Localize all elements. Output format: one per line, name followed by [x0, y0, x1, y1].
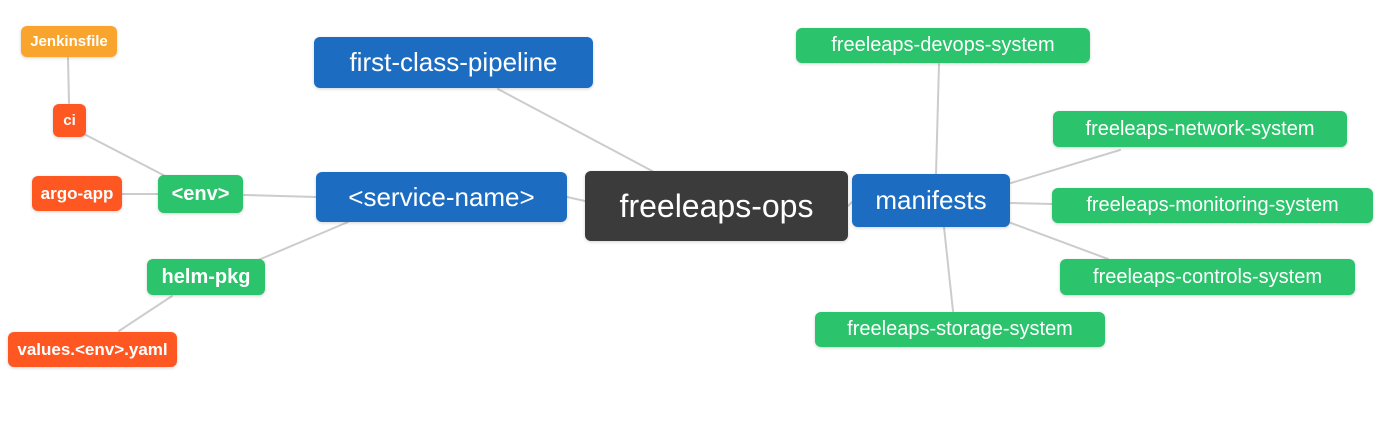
edge-manifests-to-monitoring-system — [1010, 202, 1053, 205]
edge-first-class-pipeline-to-freeleaps-ops — [497, 88, 655, 173]
edge-jenkinsfile-to-ci — [67, 57, 70, 104]
edge-manifests-to-devops-system — [935, 63, 940, 175]
node-network-system[interactable]: freeleaps-network-system — [1053, 111, 1347, 147]
node-monitoring-system[interactable]: freeleaps-monitoring-system — [1052, 188, 1373, 223]
node-freeleaps-ops[interactable]: freeleaps-ops — [585, 171, 848, 241]
edge-ci-to-env — [83, 133, 168, 178]
edge-service-name-to-freeleaps-ops — [566, 196, 586, 202]
edge-service-name-to-helm-pkg — [255, 221, 349, 262]
node-ci[interactable]: ci — [53, 104, 86, 137]
edge-manifests-to-storage-system — [943, 226, 954, 312]
edge-manifests-to-controls-system — [1010, 222, 1109, 260]
node-jenkinsfile[interactable]: Jenkinsfile — [21, 26, 117, 57]
edge-manifests-to-network-system — [1010, 149, 1121, 184]
node-first-class-pipeline[interactable]: first-class-pipeline — [314, 37, 593, 88]
node-argo-app[interactable]: argo-app — [32, 176, 122, 211]
node-storage-system[interactable]: freeleaps-storage-system — [815, 312, 1105, 347]
edge-helm-pkg-to-values-env-yaml — [118, 295, 173, 332]
node-devops-system[interactable]: freeleaps-devops-system — [796, 28, 1090, 63]
node-controls-system[interactable]: freeleaps-controls-system — [1060, 259, 1355, 295]
node-env[interactable]: <env> — [158, 175, 243, 213]
node-values-env-yaml[interactable]: values.<env>.yaml — [8, 332, 177, 367]
node-manifests[interactable]: manifests — [852, 174, 1010, 227]
node-service-name[interactable]: <service-name> — [316, 172, 567, 222]
edge-env-to-service-name — [243, 194, 317, 198]
node-helm-pkg[interactable]: helm-pkg — [147, 259, 265, 295]
